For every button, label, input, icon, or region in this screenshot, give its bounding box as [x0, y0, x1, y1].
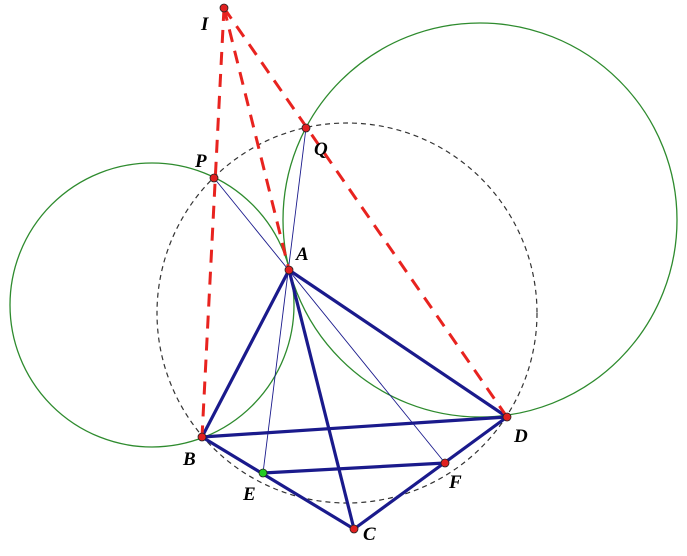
segment-A-C [287, 269, 356, 530]
label-E: E [242, 484, 256, 505]
segment-B-D [201, 415, 508, 439]
label-I: I [200, 14, 209, 35]
dashed-I-A [222, 7, 291, 271]
point-E[interactable] [258, 468, 268, 478]
line-P-F [213, 177, 446, 464]
segment-A-B [200, 269, 291, 438]
point-A[interactable] [284, 265, 294, 275]
point-D[interactable] [502, 412, 512, 422]
segment-B-C [201, 435, 355, 531]
label-C: C [363, 524, 376, 545]
circle-right-green [282, 22, 678, 418]
point-I[interactable] [219, 3, 229, 13]
point-C[interactable] [349, 524, 359, 534]
segment-E-F [262, 461, 446, 475]
line-Q-E [262, 127, 307, 474]
label-Q: Q [314, 139, 328, 160]
dashed-I-B [200, 7, 226, 438]
dashed-I-D [222, 7, 509, 418]
label-B: B [182, 449, 196, 470]
point-B[interactable] [197, 432, 207, 442]
segment-A-D [288, 268, 508, 419]
label-P: P [194, 151, 207, 172]
segment-C-D [353, 415, 508, 531]
label-D: D [513, 426, 528, 447]
label-F: F [448, 472, 462, 493]
label-A: A [295, 244, 309, 265]
point-Q[interactable] [301, 123, 311, 133]
point-P[interactable] [209, 173, 219, 183]
circle-left-green [9, 162, 295, 448]
point-F[interactable] [440, 458, 450, 468]
